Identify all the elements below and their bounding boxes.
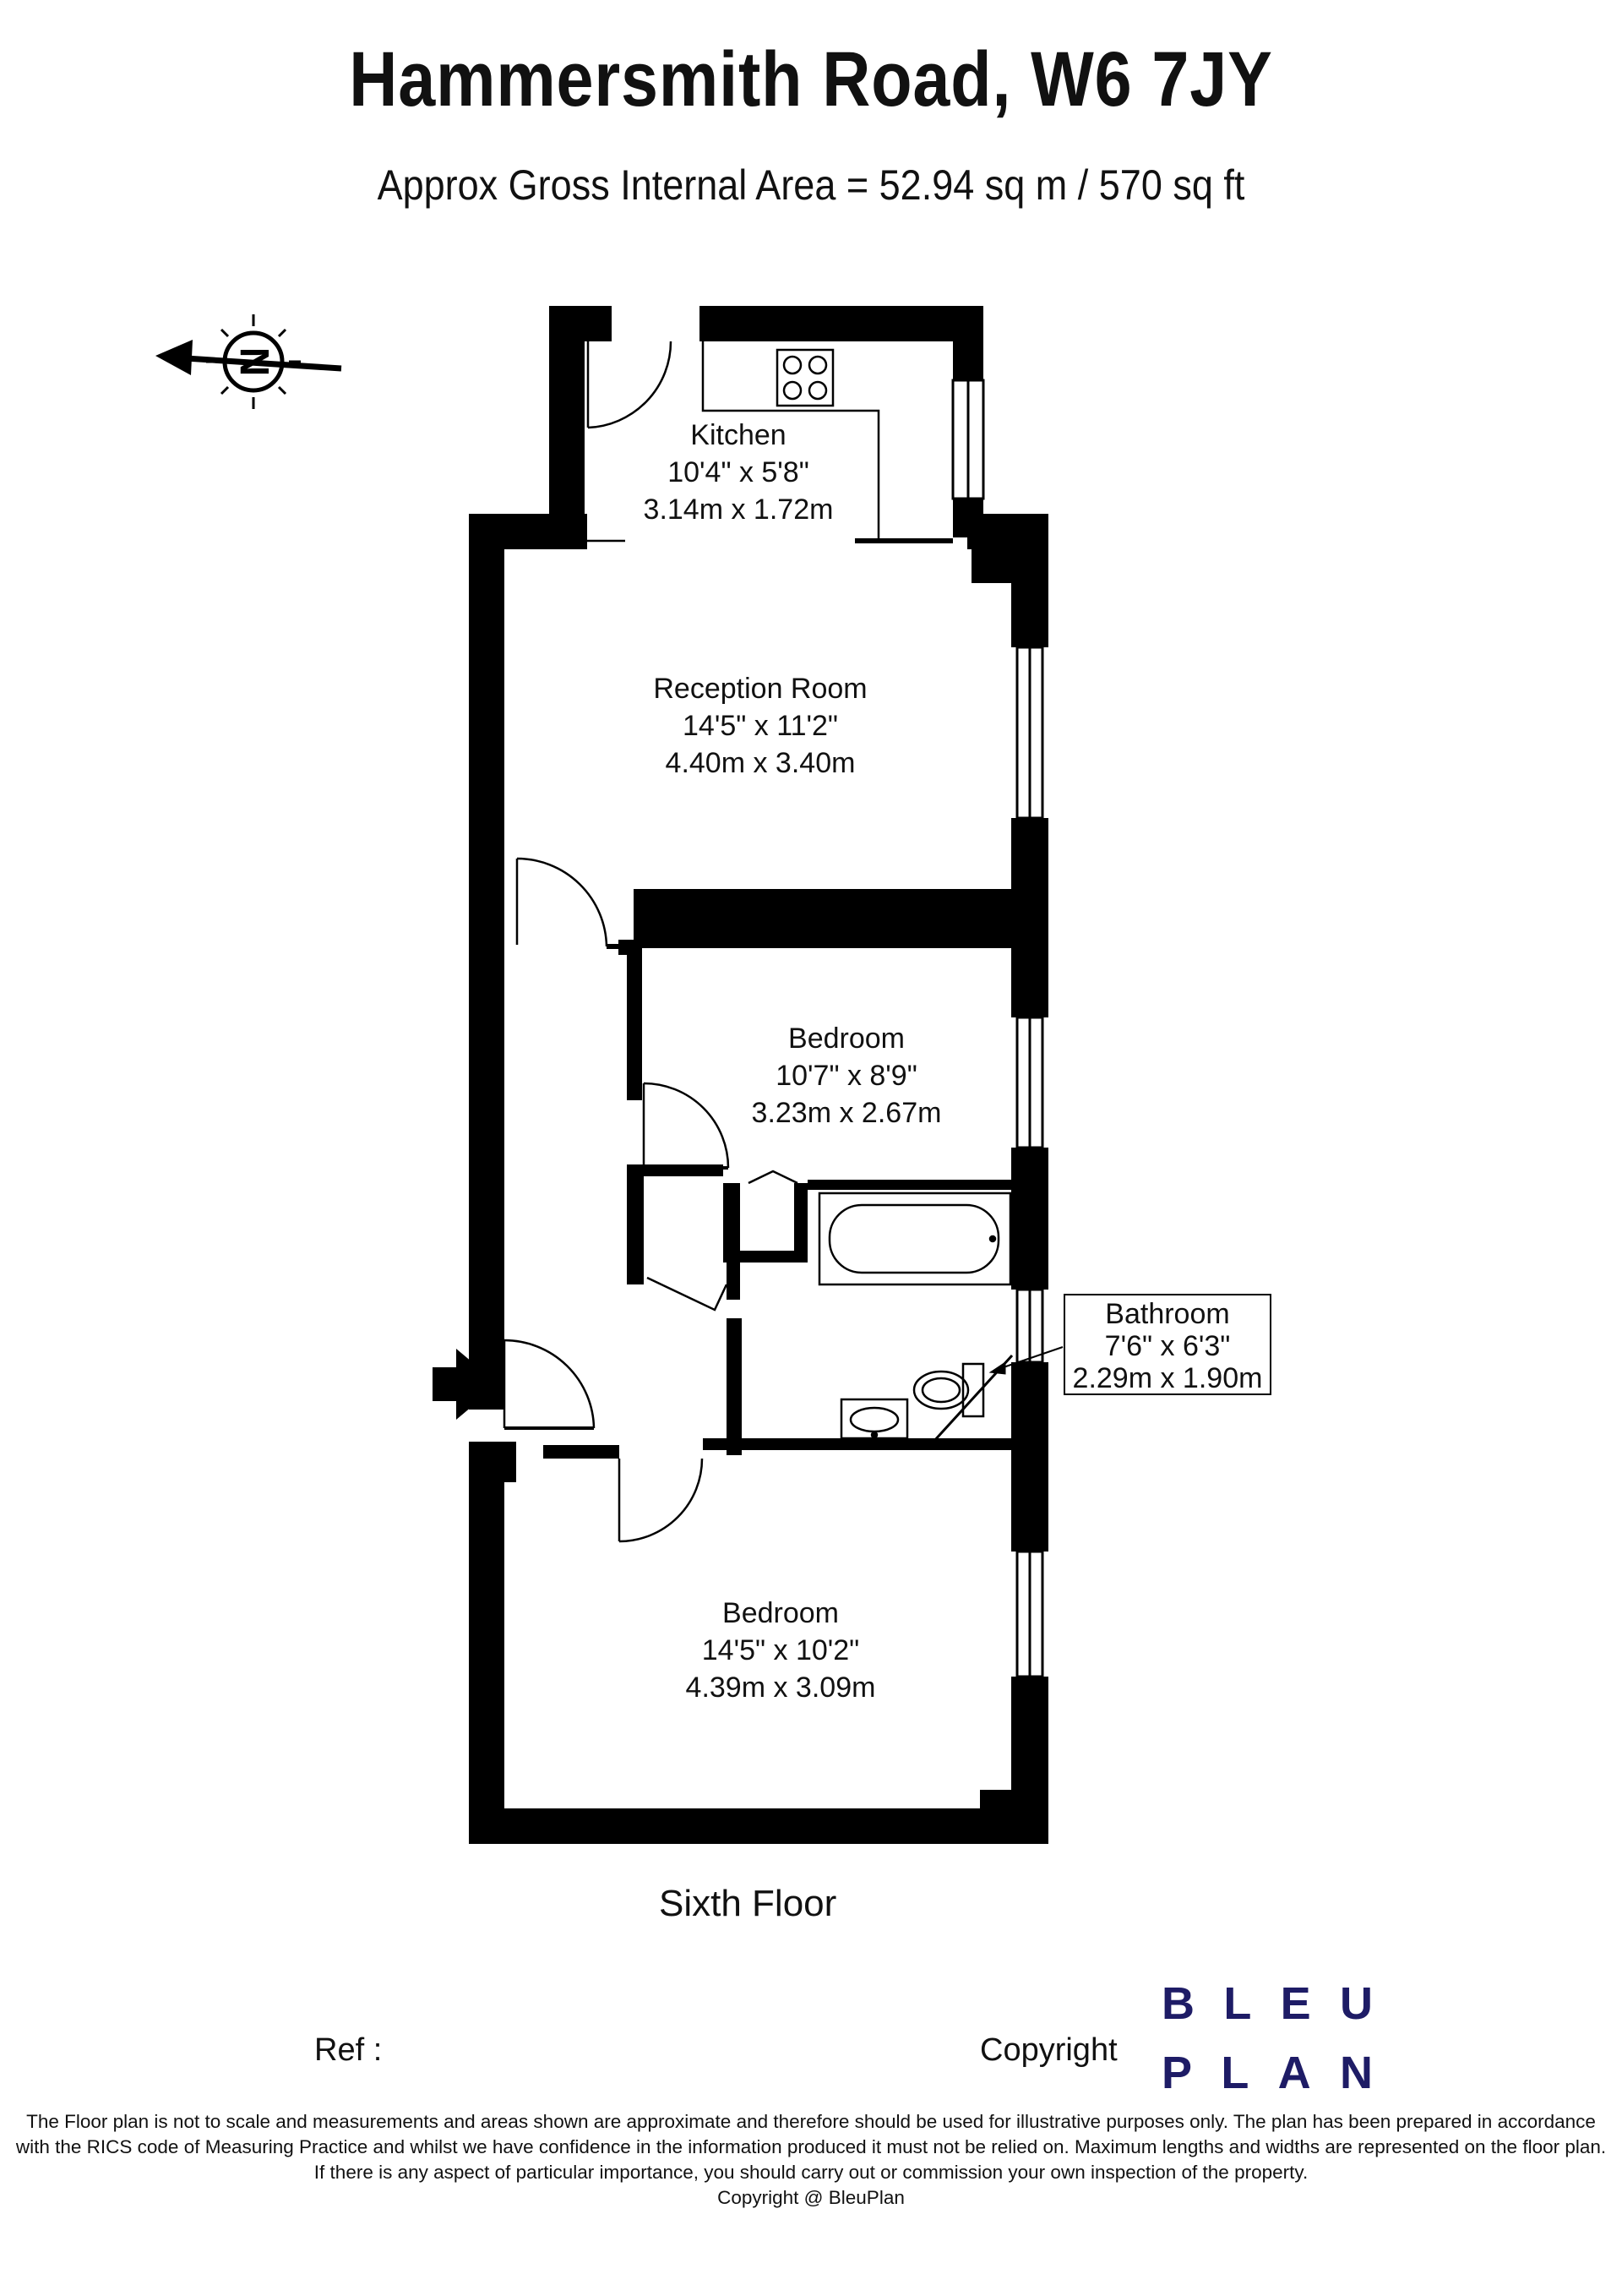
disclaimer-line: If there is any aspect of particular imp… bbox=[313, 2162, 1309, 2183]
logo-line-1: B L E U bbox=[1162, 1978, 1373, 2029]
door-swings bbox=[503, 341, 953, 1543]
bleuplan-logo: B L E U P L A N bbox=[1162, 1969, 1373, 2108]
reception-metric: 4.40m x 3.40m bbox=[666, 747, 856, 779]
reception-imperial: 14'5" x 11'2" bbox=[683, 710, 838, 742]
room-labels: Kitchen 10'4" x 5'8" 3.14m x 1.72m Recep… bbox=[644, 419, 1263, 1704]
kitchen-name: Kitchen bbox=[690, 419, 786, 451]
ref-label: Ref : bbox=[314, 2032, 383, 2068]
bedroom2-imperial: 14'5" x 10'2" bbox=[702, 1634, 859, 1666]
bathroom-label-box bbox=[1064, 1294, 1271, 1395]
windows bbox=[951, 379, 1044, 1678]
bathtub-icon bbox=[818, 1192, 1012, 1286]
basin-icon bbox=[840, 1398, 909, 1440]
reception-name: Reception Room bbox=[653, 673, 867, 705]
kitchen-metric: 3.14m x 1.72m bbox=[644, 494, 834, 526]
walls bbox=[469, 306, 1048, 1844]
bathroom-imperial: 7'6" x 6'3" bbox=[1105, 1330, 1231, 1362]
bedroom2-metric: 4.39m x 3.09m bbox=[686, 1672, 876, 1704]
entrance-arrow-icon bbox=[433, 1349, 498, 1420]
disclaimer: The Floor plan is not to scale and measu… bbox=[0, 2109, 1622, 2211]
north-arrow-icon: N bbox=[155, 314, 342, 409]
disclaimer-line: with the RICS code of Measuring Practice… bbox=[15, 2136, 1607, 2157]
bathroom-pointer bbox=[932, 1346, 1064, 1443]
bedroom1-name: Bedroom bbox=[788, 1023, 905, 1055]
floor-name: Sixth Floor bbox=[659, 1883, 837, 1924]
bathroom-metric: 2.29m x 1.90m bbox=[1073, 1362, 1263, 1394]
compass-letter: N bbox=[233, 347, 278, 377]
bedroom1-imperial: 10'7" x 8'9" bbox=[776, 1060, 917, 1092]
kitchen-imperial: 10'4" x 5'8" bbox=[667, 456, 809, 488]
plan-title: Hammersmith Road, W6 7JY bbox=[349, 36, 1273, 123]
disclaimer-line: The Floor plan is not to scale and measu… bbox=[26, 2111, 1596, 2132]
copyright-label: Copyright bbox=[980, 2032, 1118, 2068]
hob-icon bbox=[776, 348, 835, 407]
bedroom2-name: Bedroom bbox=[722, 1597, 839, 1629]
logo-line-2: P L A N bbox=[1162, 2048, 1373, 2098]
gross-area: Approx Gross Internal Area = 52.94 sq m … bbox=[377, 161, 1245, 209]
disclaimer-line: Copyright @ BleuPlan bbox=[717, 2187, 905, 2208]
bathroom-name: Bathroom bbox=[1105, 1298, 1229, 1330]
toilet-icon bbox=[912, 1362, 985, 1418]
bedroom1-metric: 3.23m x 2.67m bbox=[752, 1097, 942, 1129]
